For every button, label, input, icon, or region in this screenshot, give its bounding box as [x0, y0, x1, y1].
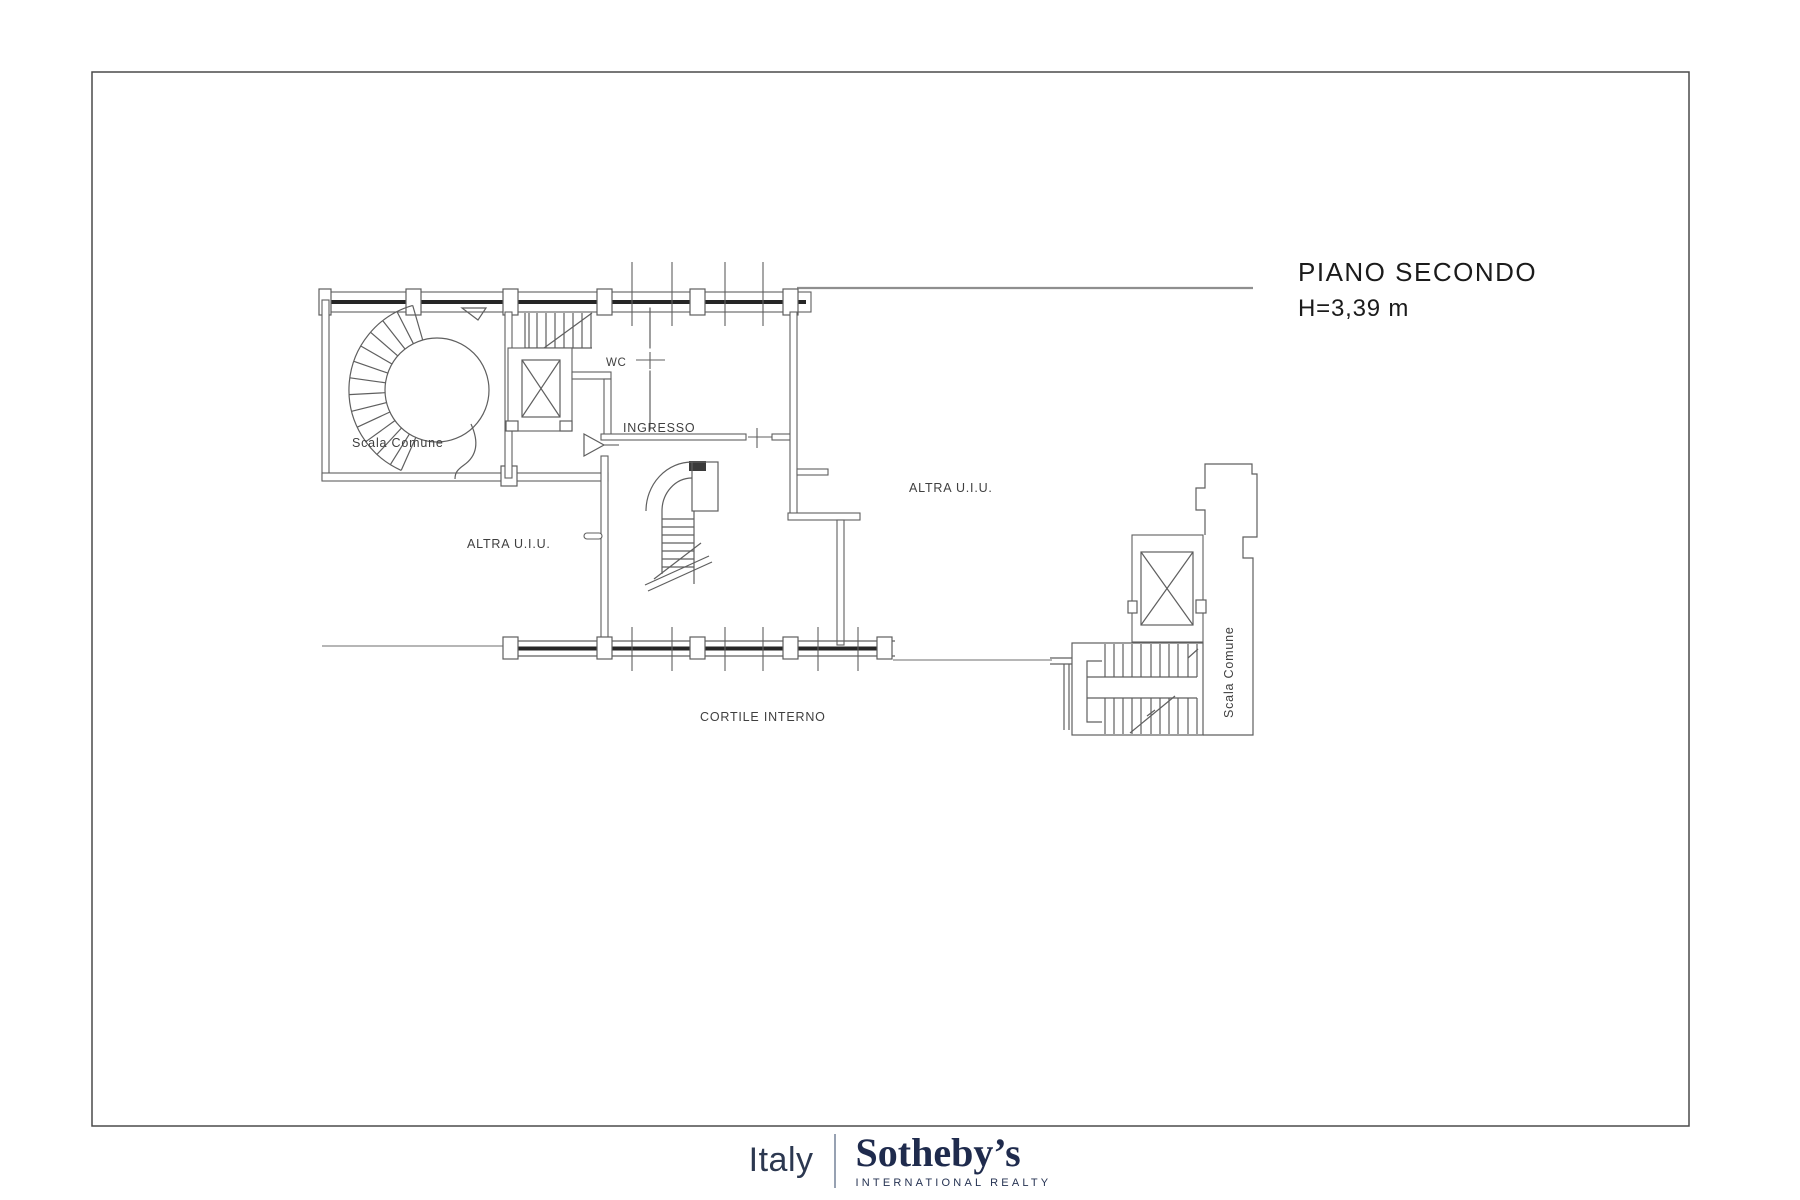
bottom-wall — [322, 627, 895, 671]
footer-divider — [833, 1134, 836, 1188]
footer-logo: Italy Sotheby’s INTERNATIONAL REALTY — [0, 1130, 1800, 1190]
floor-title: PIANO SECONDO H=3,39 m — [1298, 257, 1537, 322]
floor-height-text: H=3,39 m — [1298, 295, 1409, 322]
elevator-left — [505, 347, 573, 432]
ingresso-area: INGRESSO — [583, 421, 793, 458]
label-cortile-interno: CORTILE INTERNO — [700, 710, 826, 724]
main-building: Scala Comune — [318, 262, 993, 724]
floor-title-text: PIANO SECONDO — [1298, 257, 1537, 287]
label-ingresso: INGRESSO — [623, 421, 695, 435]
label-altra-uiu-right: ALTRA U.I.U. — [909, 481, 993, 495]
tower-outline — [1195, 463, 1258, 736]
label-scala-comune-right: Scala Comune — [1222, 626, 1236, 718]
brand-name: Sotheby’s — [855, 1130, 1021, 1175]
right-stairwell: Scala Comune — [1050, 463, 1258, 736]
stairwell-entry — [1050, 657, 1072, 730]
top-wall — [318, 262, 812, 326]
straight-stair-top — [524, 312, 593, 349]
internal-stair — [644, 461, 719, 592]
label-wc: WC — [606, 357, 626, 369]
footer-region-text: Italy — [748, 1141, 814, 1179]
spiral-staircase: Scala Comune — [348, 304, 490, 480]
label-scala-comune-left: Scala Comune — [352, 436, 444, 450]
elevator-right — [1127, 534, 1207, 643]
staircase-right — [1071, 642, 1204, 736]
sheet-frame — [91, 71, 1690, 1127]
wc-room: WC — [571, 307, 665, 439]
label-altra-uiu-left: ALTRA U.I.U. — [467, 537, 551, 551]
brand-block: Sotheby’s INTERNATIONAL REALTY — [855, 1130, 1052, 1190]
brand-tagline: INTERNATIONAL REALTY — [855, 1177, 1052, 1189]
